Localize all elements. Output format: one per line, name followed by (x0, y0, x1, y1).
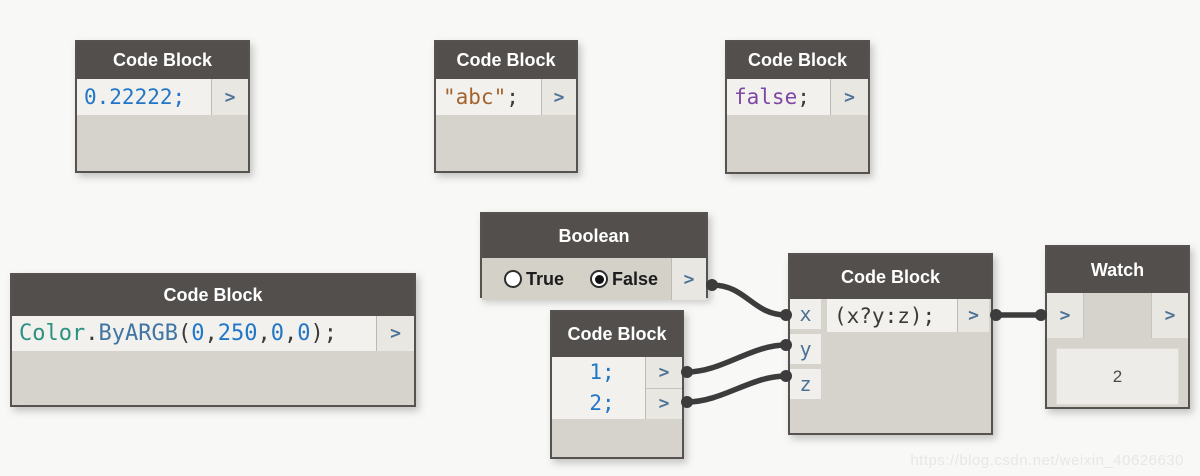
code-token: 0 (297, 321, 311, 346)
code-editor[interactable]: 0.22222; (77, 79, 211, 115)
node-header[interactable]: Code Block (77, 42, 248, 79)
watch-node[interactable]: Watch > > 2 (1045, 245, 1190, 409)
input-port-z[interactable]: z (790, 369, 821, 399)
code-editor[interactable]: "abc"; (436, 79, 541, 115)
code-token: 250 (217, 321, 258, 346)
radio-false-label: False (612, 268, 659, 289)
code-block-node-list[interactable]: Code Block 1; 2; > > (550, 310, 684, 459)
wire-list2-to-z[interactable] (684, 373, 789, 405)
code-line-1: 1; (589, 360, 615, 384)
output-port[interactable]: > (957, 299, 989, 332)
input-port-x[interactable]: x (790, 299, 821, 329)
output-port[interactable]: > (671, 258, 706, 300)
code-token: , (257, 321, 271, 346)
node-header[interactable]: Boolean (482, 214, 706, 258)
radio-true-icon[interactable] (504, 270, 522, 288)
code-token: false (734, 85, 798, 109)
boolean-options: True False (482, 258, 671, 300)
output-port-2[interactable]: > (645, 387, 682, 419)
code-token: Color (19, 321, 86, 346)
output-port[interactable]: > (376, 316, 414, 351)
node-header[interactable]: Code Block (727, 42, 868, 79)
code-token: ; (506, 85, 519, 109)
code-block-node-ternary[interactable]: Code Block x y z (x?y:z); > (788, 253, 993, 435)
code-token: , (283, 321, 298, 346)
code-token: ( (177, 321, 192, 346)
node-header[interactable]: Code Block (436, 42, 576, 79)
output-port[interactable]: > (830, 79, 868, 115)
node-header[interactable]: Code Block (552, 312, 682, 357)
radio-option-true[interactable]: True (504, 269, 564, 290)
node-header[interactable]: Code Block (790, 255, 991, 299)
code-token: ); (310, 321, 337, 346)
watermark: https://blog.csdn.net/weixin_40626630 (910, 452, 1184, 469)
output-port-1[interactable]: > (645, 357, 682, 388)
wire-boolean-to-x[interactable] (709, 282, 789, 318)
code-block-node-string[interactable]: Code Block "abc"; > (434, 40, 578, 173)
code-token: , (204, 321, 218, 346)
code-token: ; (797, 85, 810, 109)
watch-value: 2 (1056, 348, 1179, 405)
radio-option-false[interactable]: False (590, 269, 658, 290)
input-port-y[interactable]: y (790, 334, 821, 364)
code-token: 0 (191, 321, 205, 346)
code-token: (x?y:z); (834, 303, 936, 328)
boolean-node[interactable]: Boolean True False > (480, 212, 708, 300)
node-header[interactable]: Watch (1047, 247, 1188, 293)
radio-false-icon[interactable] (590, 270, 609, 288)
code-token: 0.22222; (84, 85, 186, 109)
code-line-2: 2; (589, 391, 615, 415)
wire-list1-to-y[interactable] (684, 342, 789, 375)
code-block-node-color[interactable]: Code Block Color.ByARGB(0,250,0,0); > (10, 273, 416, 407)
input-port[interactable]: > (1047, 293, 1084, 338)
node-header[interactable]: Code Block (12, 275, 414, 316)
output-port[interactable]: > (1151, 293, 1188, 338)
code-block-node-boolean-literal[interactable]: Code Block false; > (725, 40, 870, 174)
radio-true-label: True (526, 268, 565, 289)
code-editor[interactable]: false; (727, 79, 830, 115)
output-port[interactable]: > (211, 79, 248, 115)
output-port[interactable]: > (541, 79, 576, 115)
code-editor[interactable]: 1; 2; (552, 357, 645, 419)
code-token: "abc" (443, 85, 507, 109)
code-token: ByARGB (98, 321, 178, 346)
code-block-node-number[interactable]: Code Block 0.22222; > (75, 40, 250, 173)
code-editor[interactable]: Color.ByARGB(0,250,0,0); (12, 316, 376, 351)
code-token: . (85, 321, 99, 346)
code-token: 0 (270, 321, 284, 346)
code-editor[interactable]: (x?y:z); (827, 299, 957, 332)
